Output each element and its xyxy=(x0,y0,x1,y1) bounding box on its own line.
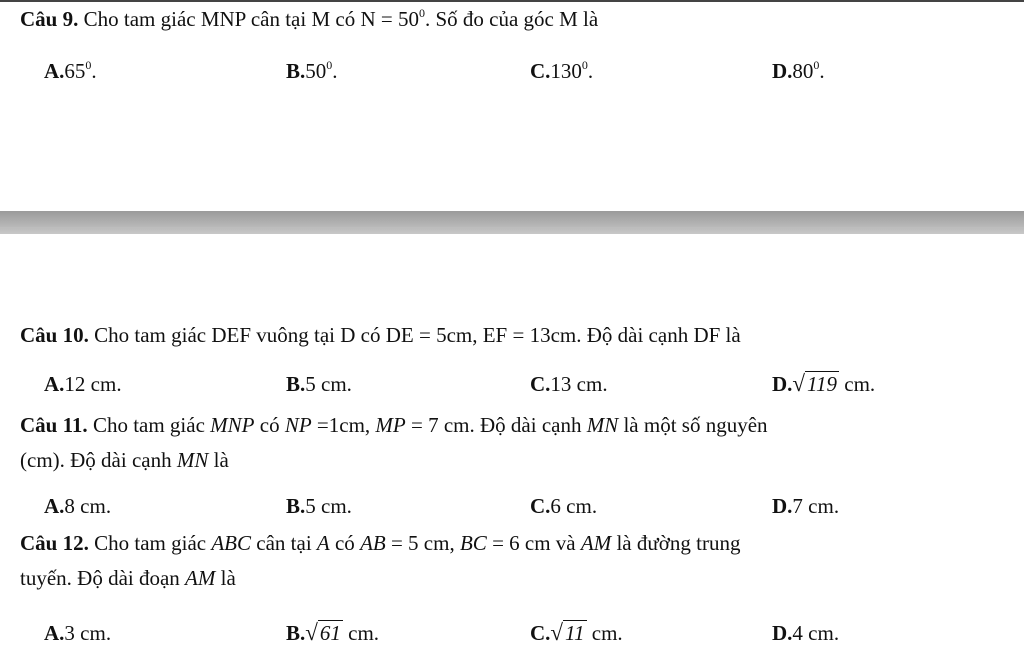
question-11-stem-line-1: Câu 11. Cho tam giác MNP có NP =1cm, MP … xyxy=(20,413,768,437)
question-10-option-c[interactable]: C.13 cm. xyxy=(530,372,608,396)
sqrt-symbol: √119 xyxy=(792,371,839,396)
top-border xyxy=(0,0,1024,2)
question-9-stem: Câu 9. Cho tam giác MNP cân tại M có N =… xyxy=(20,6,598,32)
sqrt-symbol: √11 xyxy=(550,620,587,645)
question-9-option-c[interactable]: C.1300. xyxy=(530,58,594,83)
question-9-number: Câu 9. xyxy=(20,7,79,31)
question-12-option-c[interactable]: C.√11 cm. xyxy=(530,620,623,645)
question-10-option-a[interactable]: A.12 cm. xyxy=(44,372,122,396)
question-12-option-a[interactable]: A.3 cm. xyxy=(44,621,112,645)
question-10-option-b[interactable]: B.5 cm. xyxy=(286,372,352,396)
question-11-option-a[interactable]: A.8 cm. xyxy=(44,494,112,518)
question-12-stem-line-2: tuyến. Độ dài đoạn AM là xyxy=(20,566,236,590)
question-10-option-d[interactable]: D.√119 cm. xyxy=(772,371,876,396)
question-12-option-d[interactable]: D.4 cm. xyxy=(772,621,840,645)
question-11-number: Câu 11. xyxy=(20,413,88,437)
question-10-stem: Câu 10. Cho tam giác DEF vuông tại D có … xyxy=(20,322,741,348)
question-11-stem-line-2: (cm). Độ dài cạnh MN là xyxy=(20,448,229,472)
question-11-option-c[interactable]: C.6 cm. xyxy=(530,494,598,518)
question-12-number: Câu 12. xyxy=(20,531,89,555)
question-9-text: Cho tam giác MNP cân tại M có N = 500. S… xyxy=(83,6,599,31)
question-12-stem-line-1: Câu 12. Cho tam giác ABC cân tại A có AB… xyxy=(20,531,741,555)
question-11-option-d[interactable]: D.7 cm. xyxy=(772,494,840,518)
question-12-option-b[interactable]: B.√61 cm. xyxy=(286,620,380,645)
question-9-option-d[interactable]: D.800. xyxy=(772,58,825,83)
sqrt-symbol: √61 xyxy=(305,620,343,645)
question-9-option-a[interactable]: A.650. xyxy=(44,58,97,83)
question-9-option-b[interactable]: B.500. xyxy=(286,58,338,83)
question-10-number: Câu 10. xyxy=(20,323,89,347)
question-10-text: Cho tam giác DEF vuông tại D có DE = 5cm… xyxy=(94,323,741,347)
question-11-option-b[interactable]: B.5 cm. xyxy=(286,494,352,518)
page-divider-band xyxy=(0,211,1024,234)
